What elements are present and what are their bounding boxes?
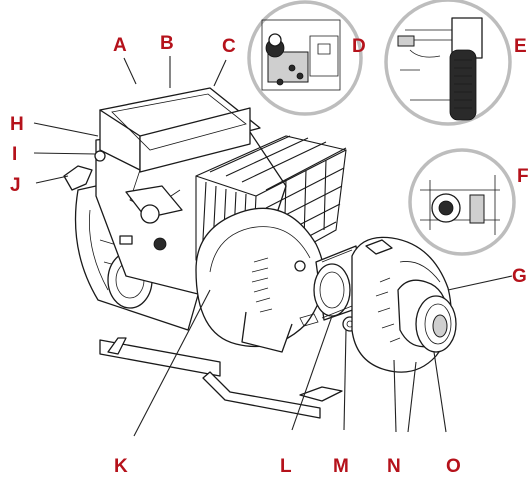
inset-f: [408, 148, 516, 256]
callout-labels: A B C D E F G H I J K L M N O: [10, 33, 529, 477]
callout-j: J: [10, 175, 21, 196]
callout-o: O: [446, 456, 461, 477]
inset-e: [384, 0, 512, 126]
callout-f: F: [517, 166, 529, 187]
callout-h: H: [10, 114, 24, 135]
callout-b: B: [160, 33, 174, 54]
callout-c: C: [222, 36, 236, 57]
callout-g: G: [512, 266, 527, 287]
callout-k: K: [114, 456, 128, 477]
callout-n: N: [387, 456, 401, 477]
callout-l: L: [280, 456, 292, 477]
discharge-housing: [351, 236, 457, 373]
callout-i: I: [12, 144, 17, 165]
leader-lines: [33, 56, 513, 437]
callout-e: E: [514, 36, 527, 57]
inset-d: [247, 0, 363, 116]
callout-m: M: [333, 456, 349, 477]
callout-d: D: [352, 36, 366, 57]
callout-a: A: [113, 35, 127, 56]
pump-volute: [195, 207, 325, 353]
